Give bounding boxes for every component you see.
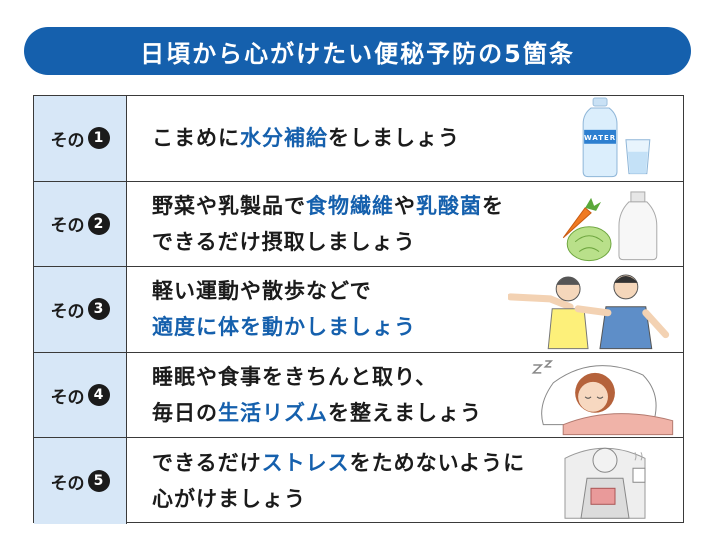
water-bottle-glass-icon: WATER [582, 97, 651, 178]
tip-text: 睡眠や食事をきちんと取り、 毎日の生活リズムを整えましょう [127, 353, 683, 438]
tip-text-segment: を [482, 193, 504, 218]
tip-line: できるだけストレスをためないように [152, 445, 683, 481]
tip-number-badge: 5 [87, 470, 110, 493]
title-banner: 日頃から心がけたい便秘予防の5箇条 [24, 27, 691, 75]
tip-label-text: その [50, 216, 85, 237]
tip-highlight: 食物繊維 [306, 193, 394, 218]
tip-text: こまめに水分補給をしましょう WATER [127, 96, 683, 181]
tip-line: 毎日の生活リズムを整えましょう [152, 395, 683, 431]
couple-stretching-icon [508, 274, 670, 350]
tip-label-text: その [50, 473, 85, 494]
tip-text: 野菜や乳製品で食物繊維や乳酸菌を できるだけ摂取しましょう [127, 182, 683, 267]
svg-text:WATER: WATER [584, 134, 616, 142]
tip-text-segment: 睡眠や食事をきちんと取り、 [152, 365, 438, 390]
tip-highlight: 生活リズム [218, 401, 328, 426]
tip-highlight: 乳酸菌 [416, 193, 482, 218]
tip-highlight: 水分補給 [240, 126, 328, 151]
tip-text-segment: できるだけ摂取しましょう [152, 229, 416, 254]
tip-line: 心がけましょう [152, 481, 683, 517]
sleeping-woman-icon [531, 360, 674, 435]
tip-number-badge: 1 [87, 127, 110, 150]
tip-label-text: その [50, 130, 85, 151]
tip-number-badge: 2 [87, 212, 110, 235]
tip-line: こまめに水分補給をしましょう [152, 120, 683, 156]
tip-line: 軽い運動や散歩などで [152, 273, 683, 309]
tip-text-segment: をためないように [349, 451, 526, 476]
tip-text-segment: をしましょう [328, 126, 460, 151]
tip-number-badge: 3 [87, 298, 110, 321]
tip-text-segment: 軽い運動や散歩などで [152, 279, 372, 304]
tip-line: 野菜や乳製品で食物繊維や乳酸菌を [152, 188, 683, 224]
tip-label-text: その [50, 301, 85, 322]
page-title: 日頃から心がけたい便秘予防の5箇条 [140, 39, 575, 68]
relaxing-reader-icon [564, 448, 646, 520]
tip-text-segment: を整えましょう [328, 401, 482, 426]
tip-line: 睡眠や食事をきちんと取り、 [152, 359, 683, 395]
tip-number-badge: 4 [87, 384, 110, 407]
tip-text-segment: できるだけ [152, 451, 262, 476]
vegetables-milk-icon [562, 191, 658, 261]
tip-text-segment: 心がけましょう [152, 487, 306, 512]
tip-highlight: ストレス [261, 451, 350, 476]
tip-text: 軽い運動や散歩などで 適度に体を動かしましょう [127, 267, 683, 352]
tip-label-text: その [50, 387, 85, 408]
tip-text-segment: こまめに [152, 126, 240, 151]
tip-text-segment: や [394, 193, 416, 218]
tip-text-segment: 毎日の [152, 401, 218, 426]
tip-highlight: 適度に体を動かしましょう [152, 315, 416, 340]
tip-line: できるだけ摂取しましょう [152, 224, 683, 260]
tip-text-segment: 野菜や乳製品で [152, 193, 306, 218]
tip-text: できるだけストレスをためないように 心がけましょう [127, 438, 683, 524]
tip-line: 適度に体を動かしましょう [152, 309, 683, 345]
